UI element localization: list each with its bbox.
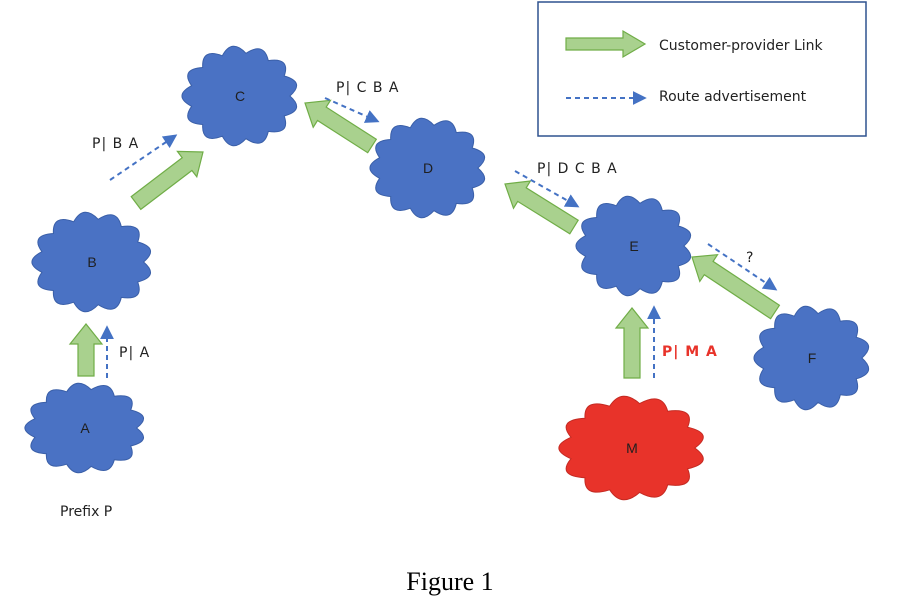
as-node-a-label: A	[80, 420, 90, 436]
link-f-to-e	[691, 253, 781, 320]
as-node-c-cloud	[181, 45, 298, 147]
legend-link-label: Customer-provider Link	[659, 38, 824, 54]
as-node-e-label: E	[629, 238, 638, 254]
advert-e-to-f	[707, 243, 778, 291]
customer-provider-links	[68, 99, 781, 379]
advert-label-m-to-e: P| M A	[662, 344, 718, 360]
as-node-c-label: C	[235, 88, 245, 104]
as-node-d-cloud	[369, 117, 486, 219]
figure-caption: Figure 1	[406, 567, 493, 596]
route-advertisements	[100, 97, 778, 378]
as-node-m-label: M	[626, 440, 638, 456]
legend-advert-label: Route advertisement	[659, 89, 807, 105]
advert-label-a-to-b: P| A	[119, 345, 150, 361]
as-node-b: B	[31, 211, 151, 313]
as-node-a: A	[24, 382, 144, 474]
as-node-b-cloud	[31, 211, 151, 313]
advert-label-b-to-c: P| B A	[92, 136, 139, 152]
link-b-to-c	[130, 150, 204, 211]
advert-c-to-d	[324, 97, 380, 123]
as-node-f-label: F	[808, 350, 817, 366]
as-node-m: M	[558, 395, 704, 501]
as-node-b-label: B	[87, 254, 96, 270]
advert-label-c-to-d: P| C B A	[336, 80, 399, 96]
legend: Customer-provider Link Route advertiseme…	[537, 1, 867, 137]
link-m-to-e	[614, 307, 650, 379]
as-node-f: F	[753, 305, 870, 411]
as-node-e-cloud	[575, 195, 692, 297]
as-node-c: C	[181, 45, 298, 147]
as-node-m-cloud	[558, 395, 704, 501]
as-node-d-label: D	[423, 160, 433, 176]
as-node-e: E	[575, 195, 692, 297]
legend-box	[537, 1, 867, 137]
as-node-a-cloud	[24, 382, 144, 474]
advert-label-d-to-e: P| D C B A	[537, 161, 618, 177]
as-node-f-cloud	[753, 305, 870, 411]
advert-label-e-to-f: ?	[746, 250, 754, 266]
legend-link-arrow-icon	[565, 29, 647, 59]
advert-b-to-c	[109, 134, 178, 181]
advert-d-to-e	[514, 170, 580, 208]
prefix-label: Prefix P	[60, 504, 112, 520]
as-node-d: D	[369, 117, 486, 219]
link-e-to-d	[504, 180, 580, 235]
link-a-to-b	[68, 323, 104, 377]
as-nodes: A B C D E F M	[24, 45, 870, 501]
link-d-to-c	[304, 99, 378, 154]
